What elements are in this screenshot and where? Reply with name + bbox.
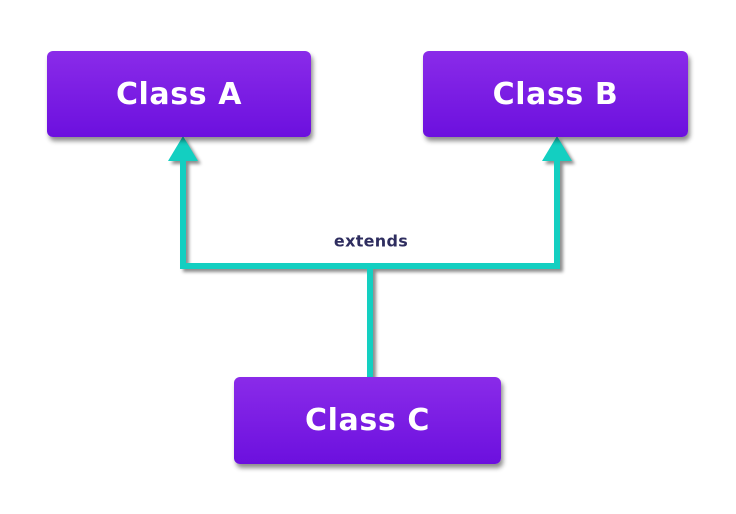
node-class-b: Class B — [423, 51, 688, 137]
node-class-a-label: Class A — [115, 76, 243, 112]
node-class-c-label: Class C — [305, 403, 430, 438]
node-class-a: Class A — [47, 51, 311, 137]
arrowhead-to-class-a-icon — [168, 136, 198, 161]
connector-line — [180, 154, 560, 378]
node-class-b-label: Class B — [492, 76, 619, 112]
edge-label-extends: extends — [333, 231, 409, 251]
node-class-c: Class C — [234, 377, 501, 464]
arrowhead-to-class-b-icon — [542, 136, 572, 161]
